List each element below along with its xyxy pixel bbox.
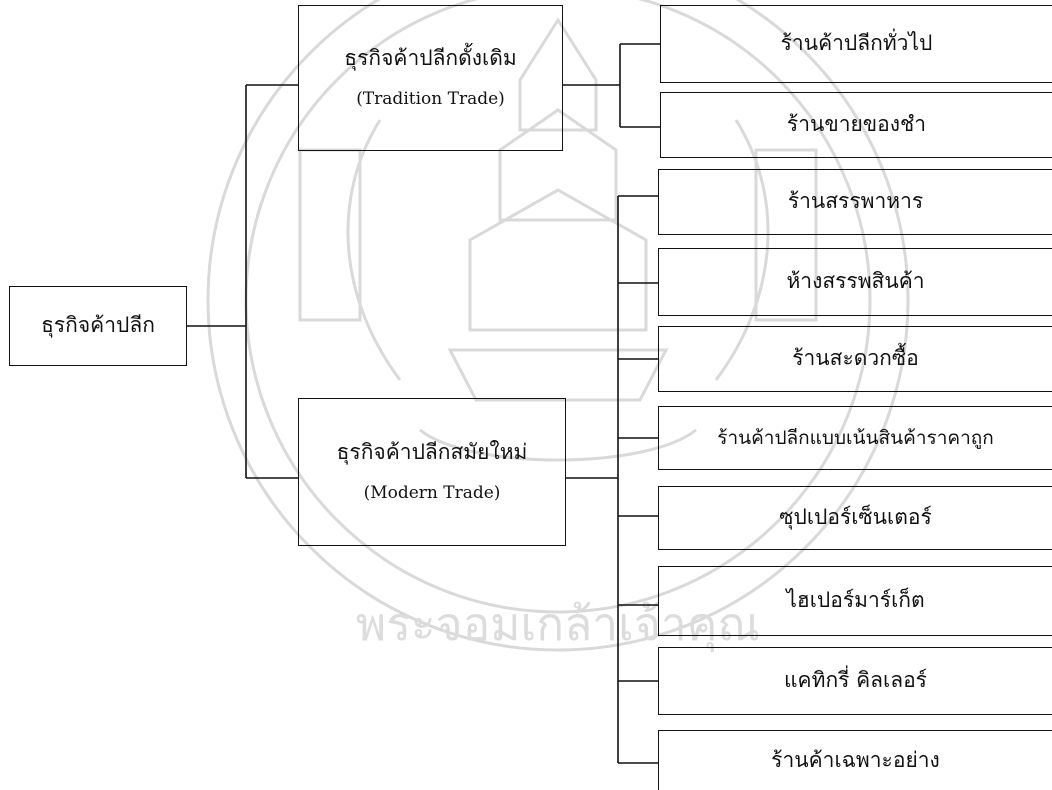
department-store-node: ห้างสรรพสินค้า	[658, 248, 1052, 316]
traditional-trade-node: ธุรกิจค้าปลีกดั้งเดิม (Tradition Trade)	[298, 5, 563, 151]
convenience-store-label: ร้านสะดวกซื้อ	[792, 346, 919, 371]
discount-store-label: ร้านค้าปลีกแบบเน้นสินค้าราคาถูก	[717, 426, 994, 449]
grocery-store-label: ร้านขายของชำ	[786, 112, 927, 137]
supercenter-label: ซุปเปอร์เซ็นเตอร์	[779, 505, 932, 530]
specialty-store-label: ร้านค้าเฉพาะอย่าง	[771, 747, 940, 772]
modern-trade-sublabel: (Modern Trade)	[363, 483, 501, 504]
discount-store-node: ร้านค้าปลีกแบบเน้นสินค้าราคาถูก	[658, 406, 1052, 470]
supermarket-label: ร้านสรรพาหาร	[787, 189, 924, 214]
traditional-trade-sublabel: (Tradition Trade)	[356, 89, 505, 110]
hypermarket-label: ไฮเปอร์มาร์เก็ต	[786, 588, 925, 613]
supermarket-node: ร้านสรรพาหาร	[658, 169, 1052, 235]
department-store-label: ห้างสรรพสินค้า	[786, 269, 925, 294]
category-killer-label: แคทิกรี่ คิลเลอร์	[784, 668, 927, 693]
specialty-store-node: ร้านค้าเฉพาะอย่าง	[658, 730, 1052, 790]
traditional-trade-label: ธุรกิจค้าปลีกดั้งเดิม	[344, 46, 517, 71]
category-killer-node: แคทิกรี่ คิลเลอร์	[658, 647, 1052, 715]
convenience-store-node: ร้านสะดวกซื้อ	[658, 326, 1052, 392]
root-node: ธุรกิจค้าปลีก	[9, 286, 187, 366]
modern-trade-node: ธุรกิจค้าปลีกสมัยใหม่ (Modern Trade)	[298, 398, 566, 546]
root-label: ธุรกิจค้าปลีก	[41, 313, 155, 338]
general-retail-store-node: ร้านค้าปลีกทั่วไป	[660, 5, 1052, 83]
supercenter-node: ซุปเปอร์เซ็นเตอร์	[658, 486, 1052, 550]
general-retail-store-label: ร้านค้าปลีกทั่วไป	[780, 31, 933, 56]
modern-trade-label: ธุรกิจค้าปลีกสมัยใหม่	[336, 440, 528, 465]
hypermarket-node: ไฮเปอร์มาร์เก็ต	[658, 566, 1052, 636]
grocery-store-node: ร้านขายของชำ	[660, 92, 1052, 158]
